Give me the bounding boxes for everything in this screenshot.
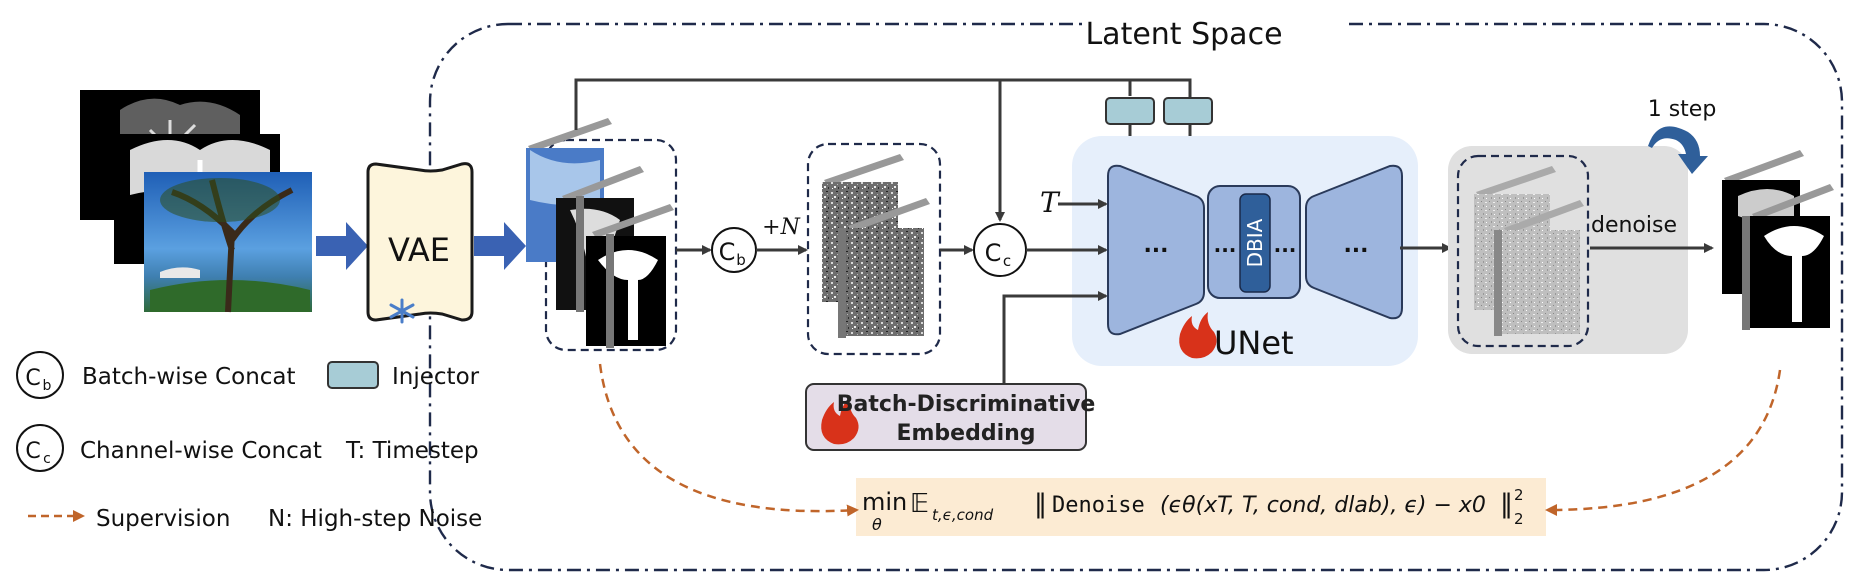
svg-text:Denoise: Denoise <box>1052 493 1145 518</box>
latent-input-stack <box>526 118 674 348</box>
svg-text:c: c <box>1003 252 1011 270</box>
unet-flame-icon <box>1179 312 1217 359</box>
embedding-label-line1: Batch-Discriminative <box>837 392 1096 417</box>
legend-injector-icon <box>327 361 379 389</box>
input-to-vae-arrow <box>316 222 368 270</box>
legend-injector: Injector <box>392 364 480 390</box>
svg-text:‖: ‖ <box>1034 489 1047 519</box>
unet-label: UNet <box>1214 324 1294 362</box>
add-noise-label: +N <box>762 215 800 240</box>
legend-batch-concat: Batch-wise Concat <box>82 364 296 390</box>
output-latent-stack <box>1474 166 1584 336</box>
unet-encoder-ellipsis: ... <box>1143 233 1168 258</box>
latent-space-title: Latent Space <box>1085 17 1282 52</box>
svg-text:C: C <box>25 366 40 391</box>
injector-block-1 <box>1105 97 1155 125</box>
latent-inputs-group <box>544 138 678 352</box>
supervision-arrow-left <box>598 363 859 517</box>
legend: C b Batch-wise Concat Injector C c Chann… <box>16 351 482 532</box>
output-mask-stack <box>1722 150 1834 330</box>
supervision-arrow-right <box>1545 369 1782 516</box>
vae-label: VAE <box>388 231 450 269</box>
svg-text:b: b <box>43 378 52 394</box>
vae-to-latent-arrow <box>474 222 526 270</box>
embedding-label-line2: Embedding <box>896 421 1035 446</box>
noisy-latent-stack <box>822 154 930 338</box>
loss-box <box>856 478 1546 536</box>
svg-text:2: 2 <box>1514 486 1524 504</box>
svg-text:C: C <box>719 238 736 266</box>
svg-text:min: min <box>862 488 907 516</box>
svg-text:‖: ‖ <box>1500 489 1513 519</box>
legend-batch-concat-icon <box>16 351 64 399</box>
dbia-label: DBIA <box>1243 218 1267 267</box>
batch-concat-node: C b <box>711 227 757 273</box>
legend-timestep: T: Timestep <box>345 438 479 464</box>
injector-block-2 <box>1163 97 1213 125</box>
svg-text:C: C <box>25 439 40 464</box>
svg-text:(ϵθ(xT, T, cond, dlab), ϵ) − x: (ϵθ(xT, T, cond, dlab), ϵ) − x0 <box>1160 493 1486 518</box>
one-step-arrow <box>1648 126 1708 174</box>
embedding-block <box>805 383 1087 451</box>
svg-text:2: 2 <box>1514 510 1524 528</box>
one-step-label: 1 step <box>1648 97 1717 122</box>
loss-formula: min θ 𝔼 t,ϵ,cond ‖ Denoise (ϵθ(xT, T, co… <box>862 486 1524 534</box>
unet-middle-ellipsis-left: ... <box>1214 233 1237 257</box>
svg-text:θ: θ <box>872 515 882 534</box>
input-images <box>80 90 312 313</box>
frozen-snowflake-icon <box>389 298 415 324</box>
unet-decoder-ellipsis: ... <box>1343 233 1368 258</box>
legend-channel-concat: Channel-wise Concat <box>80 438 322 464</box>
svg-text:c: c <box>43 451 51 467</box>
legend-channel-concat-icon <box>16 424 64 472</box>
embedding-to-unet-arrow <box>1002 291 1108 384</box>
svg-text:𝔼: 𝔼 <box>910 489 929 519</box>
svg-text:b: b <box>736 251 746 269</box>
svg-text:C: C <box>985 239 1002 267</box>
vae-block <box>366 162 474 322</box>
embedding-flame-icon <box>821 398 859 445</box>
unet-encoder <box>1107 164 1205 336</box>
dbia-block <box>1239 193 1271 293</box>
output-latents-group <box>1456 154 1590 348</box>
unet-decoder <box>1305 164 1403 320</box>
legend-supervision: Supervision <box>96 506 230 532</box>
denoise-label: denoise <box>1591 213 1677 238</box>
svg-text:t,ϵ,cond: t,ϵ,cond <box>932 506 994 524</box>
timestep-symbol: T <box>1040 186 1061 219</box>
legend-noise: N: High-step Noise <box>268 506 482 532</box>
channel-concat-node: C c <box>973 223 1027 277</box>
unet-middle-ellipsis-right: ... <box>1274 233 1297 257</box>
